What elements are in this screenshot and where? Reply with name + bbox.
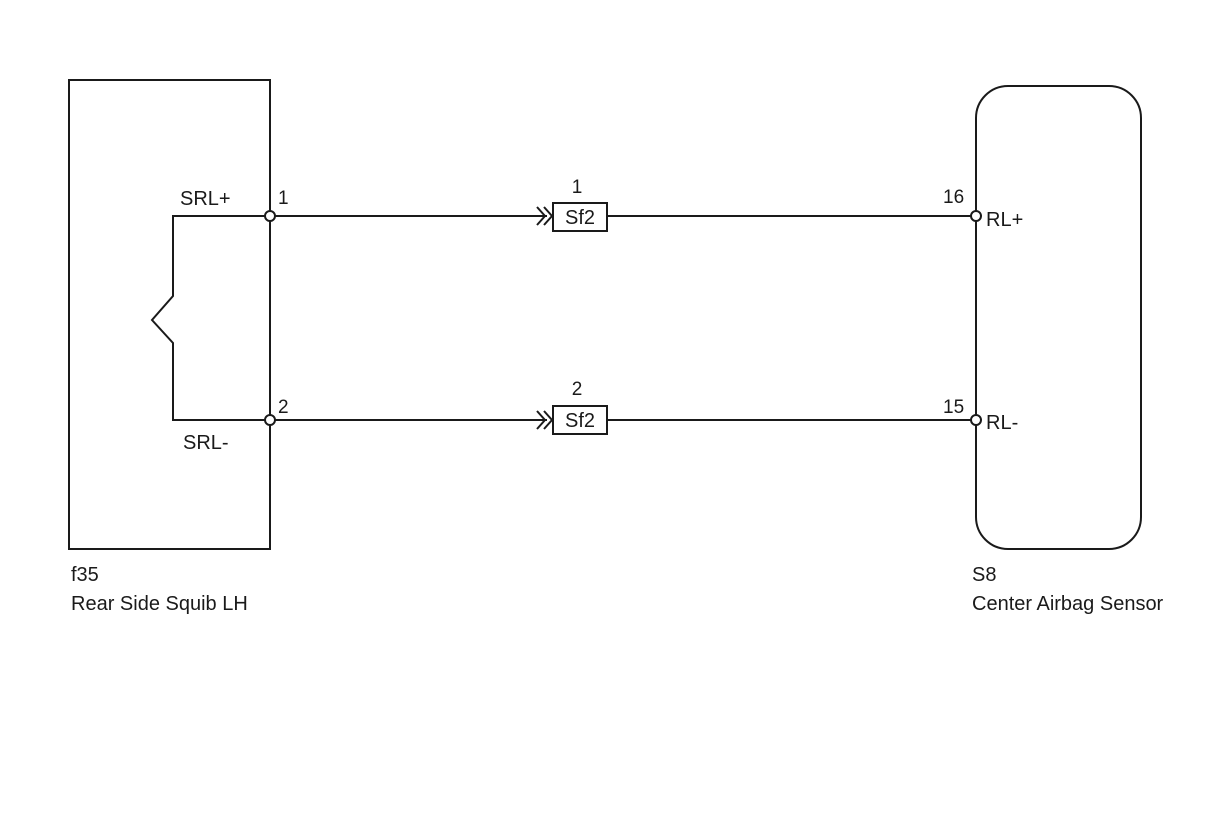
sensor-pin-pos-label: RL+ [986, 209, 1023, 231]
rear-side-squib-component: SRL+ SRL- 1 2 f35 Rear Side Squib LH [68, 79, 289, 615]
wire-negative: Sf2 2 [270, 379, 976, 435]
sensor-body [975, 85, 1142, 550]
squib-pin-neg-label: SRL- [183, 432, 229, 454]
sensor-terminal-15 [970, 414, 982, 426]
squib-pin-pos-label: SRL+ [180, 188, 231, 210]
sensor-terminal-16 [970, 210, 982, 222]
squib-terminal-2 [264, 414, 276, 426]
squib-terminal-1 [264, 210, 276, 222]
center-airbag-sensor-component: 16 15 RL+ RL- S8 Center Airbag Sensor [943, 85, 1164, 615]
sensor-pin-pos-number: 16 [943, 187, 964, 208]
connector-1-male-icon [536, 206, 547, 226]
squib-body [68, 79, 271, 550]
connector-1-label: Sf2 [565, 207, 595, 229]
sensor-component-id: S8 [972, 564, 996, 586]
connector-2-label: Sf2 [565, 410, 595, 432]
connector-1-pin: 1 [572, 177, 583, 198]
squib-pin-pos-number: 1 [278, 188, 289, 209]
sensor-component-name: Center Airbag Sensor [972, 593, 1164, 615]
squib-element-icon [150, 215, 270, 421]
connector-2-male-icon [536, 410, 547, 430]
connector-2-pin: 2 [572, 379, 583, 400]
sensor-pin-neg-label: RL- [986, 412, 1018, 434]
sensor-pin-neg-number: 15 [943, 397, 964, 418]
wire-positive: Sf2 1 [270, 177, 976, 232]
squib-component-name: Rear Side Squib LH [71, 593, 248, 615]
squib-pin-neg-number: 2 [278, 397, 289, 418]
squib-component-id: f35 [71, 564, 99, 586]
